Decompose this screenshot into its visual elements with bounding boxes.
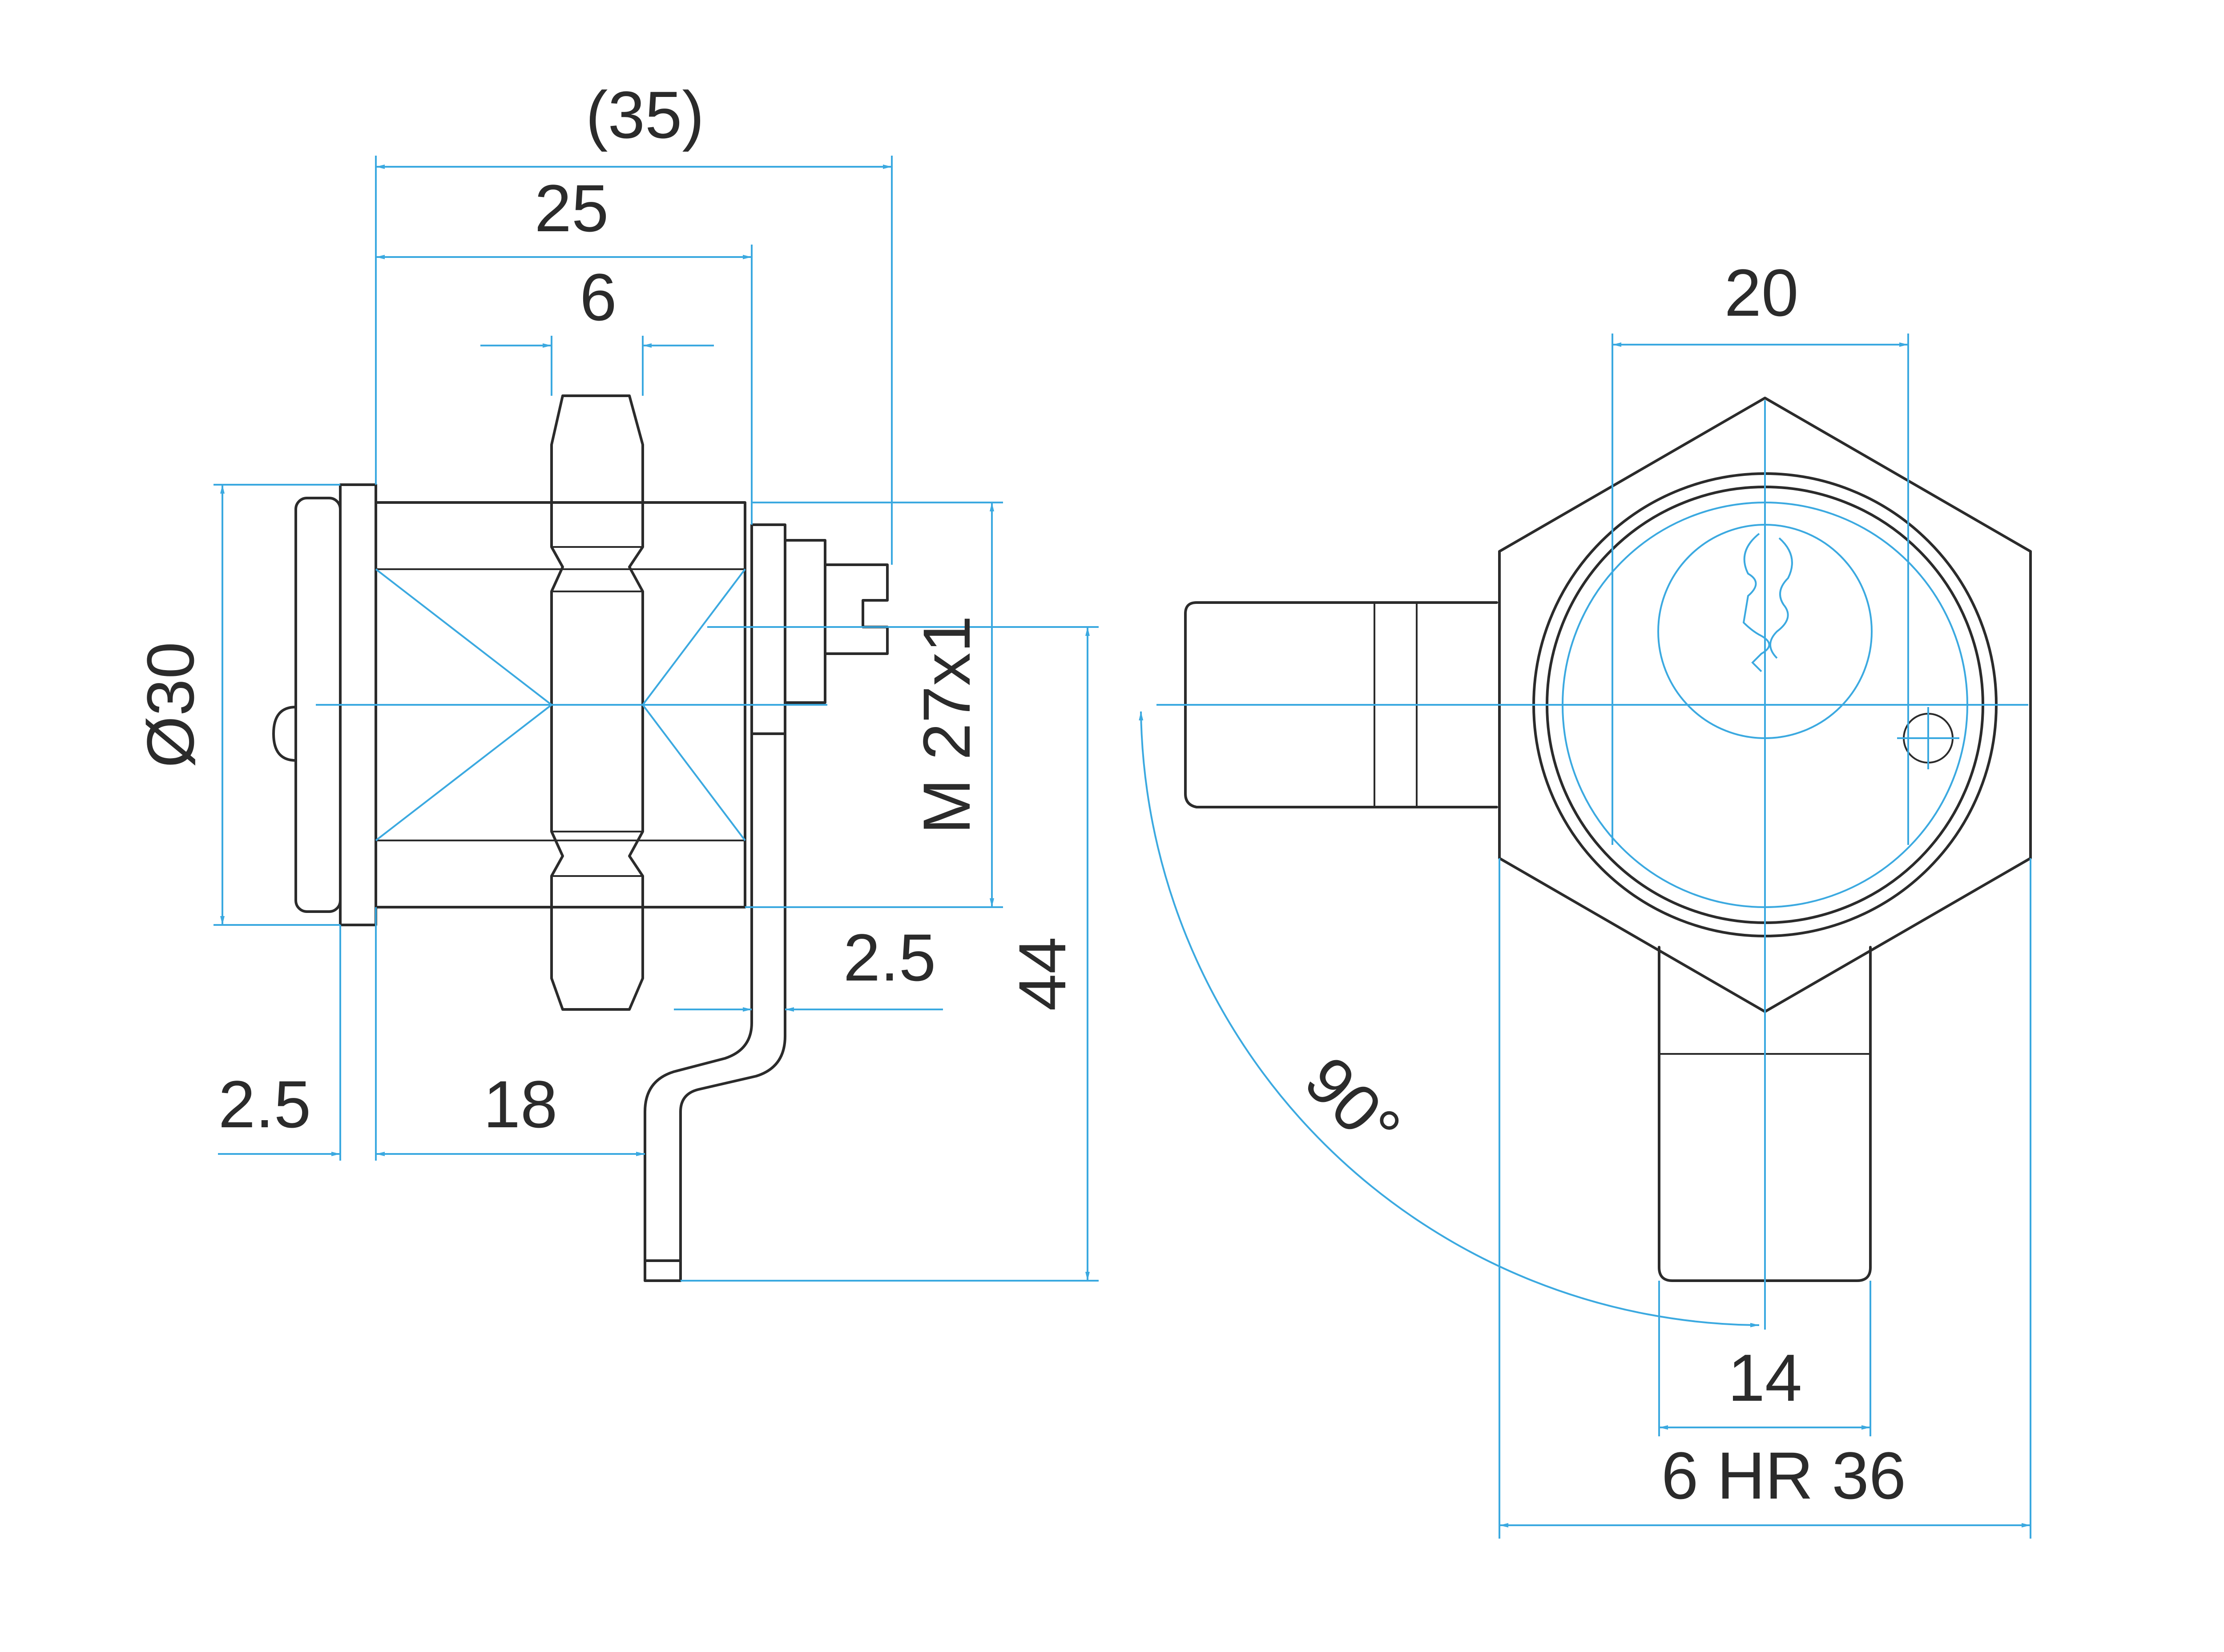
nut-thickness-label: 6 [580, 260, 616, 334]
thread-label: M 27x1 [909, 615, 984, 834]
thread-cross-3 [642, 568, 746, 706]
hex-nut-side [550, 394, 644, 1011]
thread-cross-2 [375, 704, 552, 841]
front-view: 20 90° 14 6 HR 36 [1139, 255, 2032, 1539]
cam-spindle [784, 539, 826, 704]
cylinder-width-label: 20 [1724, 255, 1799, 330]
hex-nut-label: 6 HR 36 [1661, 1438, 1906, 1513]
side-view: (35) 25 6 Ø30 M 27x1 44 2.5 18 [133, 77, 1099, 1282]
diameter-label: Ø30 [133, 642, 208, 768]
cam-arm [644, 732, 786, 1282]
thread-cross-1 [375, 568, 552, 706]
flange-thickness-label: 2.5 [218, 1067, 311, 1142]
cam-width-label: 14 [1728, 1340, 1802, 1415]
cam-plate [750, 523, 786, 735]
rotation-arc [1139, 711, 1760, 1327]
thread-cross-4 [642, 704, 746, 841]
mount-length-label: 18 [483, 1067, 558, 1142]
body-length-label: 25 [535, 171, 609, 245]
cam-thickness-label: 2.5 [843, 920, 936, 995]
key-button [272, 706, 297, 762]
cam-arm-tip [644, 1259, 682, 1282]
overall-length-label: (35) [586, 77, 705, 152]
keyway-slot-icon-outer [1769, 537, 1793, 659]
rotation-angle-label: 90° [1291, 1042, 1415, 1166]
cam-drop-label: 44 [1005, 937, 1080, 1011]
cam-screw [824, 563, 889, 655]
keyway-slot-icon [1742, 533, 1770, 672]
